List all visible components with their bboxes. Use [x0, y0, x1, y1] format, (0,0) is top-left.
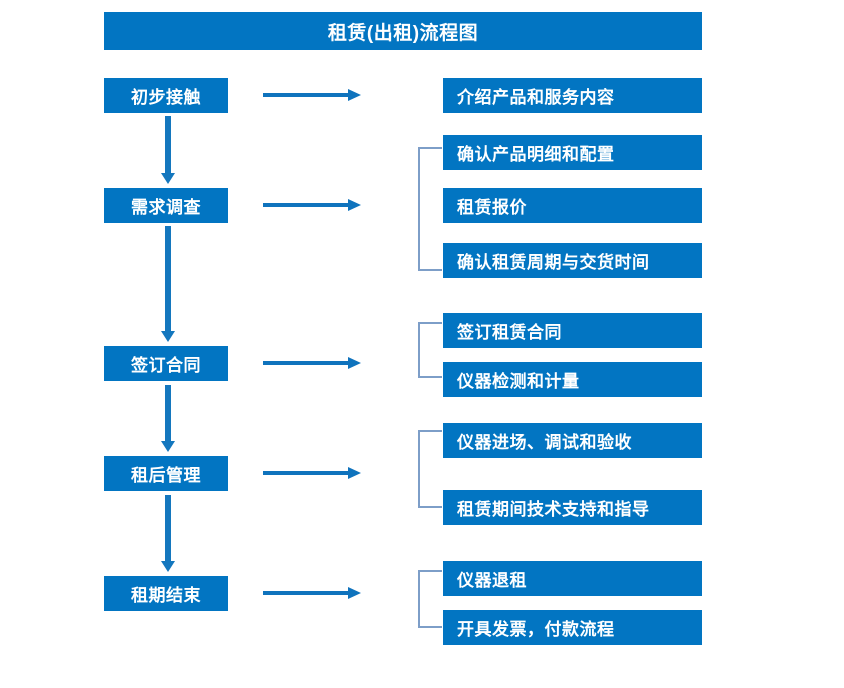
- stage-box-post-rental-management[interactable]: 租后管理: [104, 456, 228, 491]
- detail-box-instrument-return[interactable]: 仪器退租: [443, 561, 702, 596]
- stage-label: 租期结束: [131, 586, 201, 605]
- right-arrow-icon-stage5: [263, 586, 361, 600]
- diagram-title-bar: 租赁(出租)流程图: [104, 12, 702, 50]
- right-arrow-icon-stage2: [263, 198, 361, 212]
- group-bracket-requirement-survey: [418, 147, 442, 271]
- group-bracket-post-rental-management: [418, 430, 442, 508]
- stage-label: 租后管理: [131, 466, 201, 485]
- detail-label: 仪器进场、调试和验收: [457, 433, 632, 452]
- detail-label: 开具发票，付款流程: [457, 620, 615, 639]
- detail-label: 介绍产品和服务内容: [457, 88, 615, 107]
- detail-label: 仪器退租: [457, 571, 527, 590]
- detail-box-confirm-lease-period[interactable]: 确认租赁周期与交货时间: [443, 243, 702, 278]
- detail-box-instrument-testing[interactable]: 仪器检测和计量: [443, 362, 702, 397]
- right-arrow-icon-stage1: [263, 88, 361, 102]
- detail-label: 确认产品明细和配置: [457, 145, 615, 164]
- detail-box-introduce-products[interactable]: 介绍产品和服务内容: [443, 78, 702, 113]
- down-arrow-icon-stage3-stage4: [160, 385, 176, 452]
- detail-label: 仪器检测和计量: [457, 372, 580, 391]
- detail-label: 租赁报价: [457, 198, 527, 217]
- group-bracket-lease-end: [418, 570, 442, 628]
- down-arrow-icon-stage2-stage3: [160, 226, 176, 342]
- stage-box-initial-contact[interactable]: 初步接触: [104, 78, 228, 113]
- stage-label: 初步接触: [131, 88, 201, 107]
- right-arrow-icon-stage3: [263, 356, 361, 370]
- detail-label: 签订租赁合同: [457, 323, 562, 342]
- stage-box-sign-contract[interactable]: 签订合同: [104, 346, 228, 381]
- detail-label: 确认租赁周期与交货时间: [457, 253, 650, 272]
- stage-label: 需求调查: [131, 198, 201, 217]
- page-title: 租赁(出租)流程图: [327, 22, 479, 44]
- detail-box-instrument-delivery[interactable]: 仪器进场、调试和验收: [443, 423, 702, 458]
- stage-box-lease-end[interactable]: 租期结束: [104, 576, 228, 611]
- stage-box-requirement-survey[interactable]: 需求调查: [104, 188, 228, 223]
- detail-box-sign-lease-contract[interactable]: 签订租赁合同: [443, 313, 702, 348]
- stage-label: 签订合同: [131, 356, 201, 375]
- detail-box-confirm-product-spec[interactable]: 确认产品明细和配置: [443, 135, 702, 170]
- group-bracket-sign-contract: [418, 322, 442, 378]
- detail-box-invoice-payment[interactable]: 开具发票，付款流程: [443, 610, 702, 645]
- down-arrow-icon-stage1-stage2: [160, 116, 176, 184]
- detail-box-technical-support[interactable]: 租赁期间技术支持和指导: [443, 490, 702, 525]
- detail-label: 租赁期间技术支持和指导: [457, 500, 650, 519]
- down-arrow-icon-stage4-stage5: [160, 495, 176, 572]
- right-arrow-icon-stage4: [263, 466, 361, 480]
- detail-box-rental-quotation[interactable]: 租赁报价: [443, 188, 702, 223]
